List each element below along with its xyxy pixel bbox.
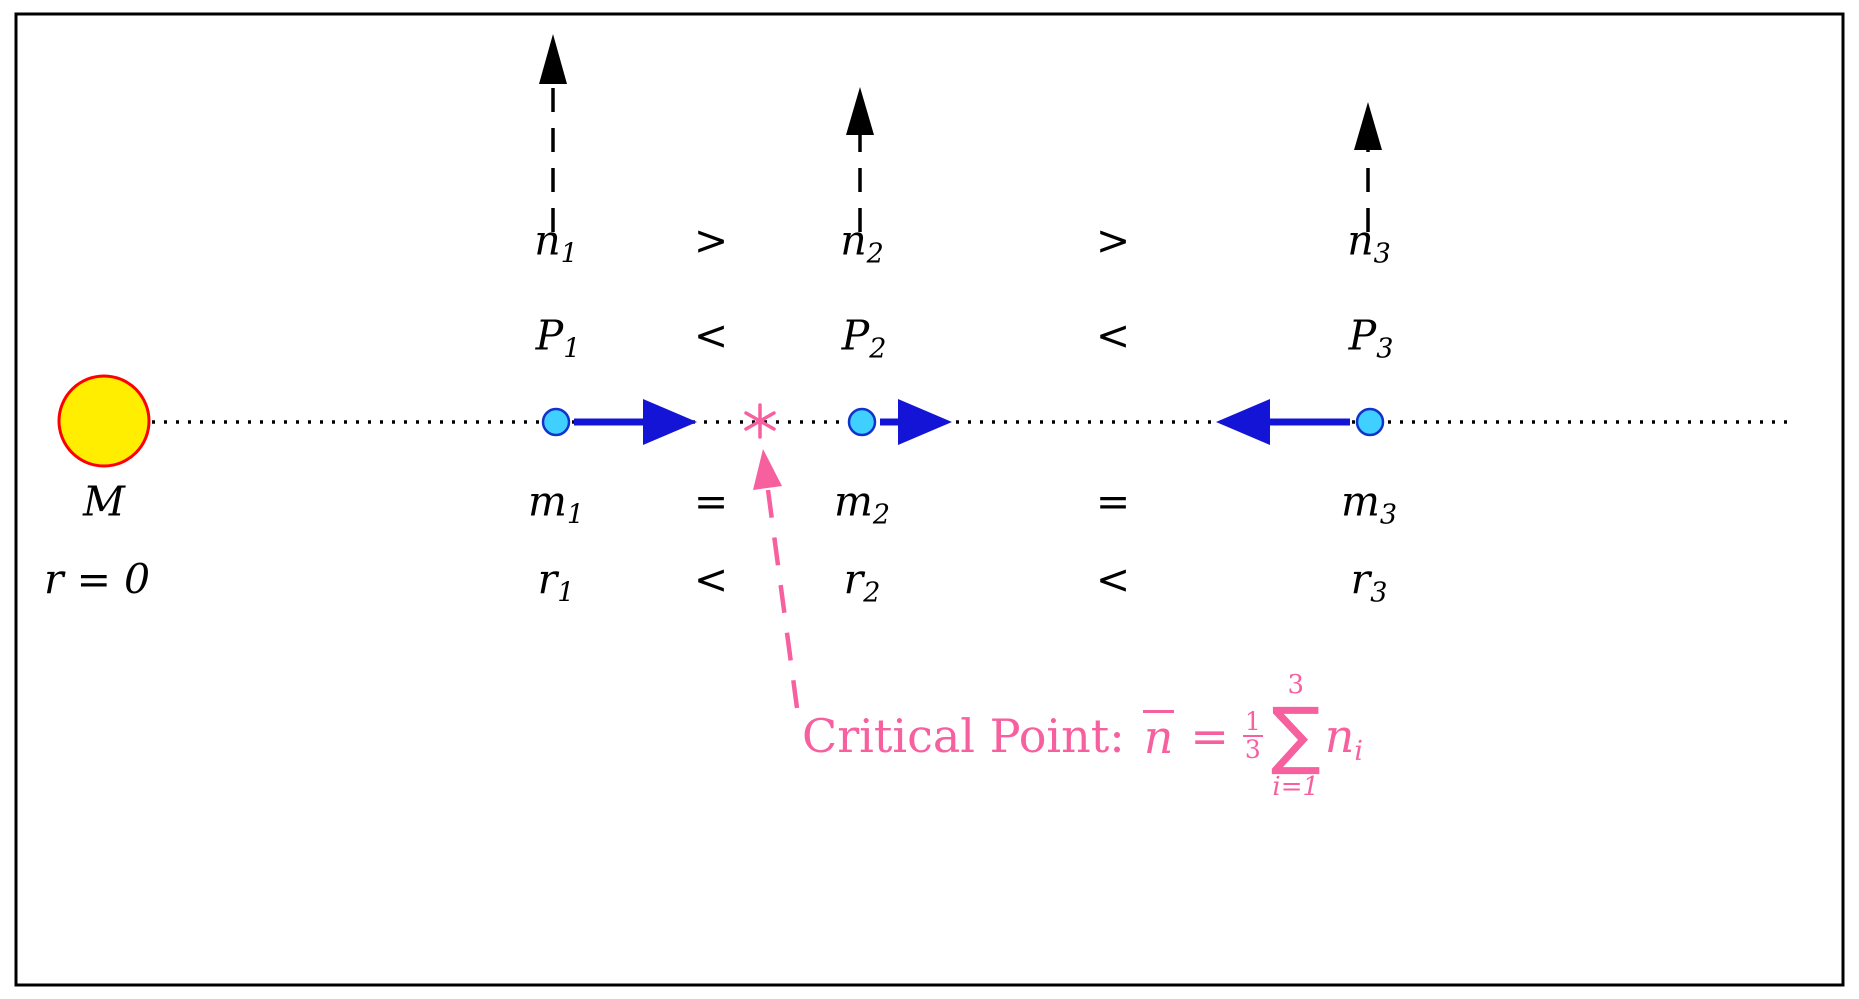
label-m3: m3: [1340, 477, 1398, 531]
sum-upper-limit: 3: [1287, 669, 1305, 700]
label-r1: r1: [537, 555, 575, 609]
comparison-r-12: <: [693, 555, 729, 604]
velocity-arrow-2: [880, 399, 952, 445]
density-arrow-2-head: [846, 87, 874, 135]
comparison-P-23: <: [1095, 311, 1131, 360]
density-arrow-3-head: [1354, 102, 1382, 150]
label-n3: n3: [1347, 216, 1391, 270]
one-third-fraction: 1 3: [1242, 706, 1263, 764]
velocity-arrow-2-head: [898, 399, 952, 445]
label-P1: P1: [535, 311, 581, 365]
label-n2: n2: [840, 216, 884, 270]
density-arrow-1: [539, 34, 567, 232]
comparison-m-12: =: [693, 477, 729, 526]
sigma-glyph: ∑: [1270, 691, 1321, 778]
label-m2: m2: [833, 477, 891, 531]
critical-point-annotation: Critical Point: n = 1 3 3 ∑ i=1 ni: [802, 650, 1363, 822]
density-arrow-1-head: [539, 34, 567, 84]
label-P2: P2: [841, 311, 887, 365]
sum-lower-limit: i=1: [1272, 772, 1320, 803]
critical-point-label: Critical Point:: [802, 709, 1125, 763]
label-P3: P3: [1348, 311, 1394, 365]
central-mass-circle: [57, 374, 151, 468]
label-m1: m1: [527, 477, 585, 531]
comparison-n-23: >: [1095, 216, 1131, 265]
comparison-m-23: =: [1095, 477, 1131, 526]
comparison-P-12: <: [693, 311, 729, 360]
label-r2: r2: [843, 555, 881, 609]
velocity-arrow-1-head: [643, 399, 697, 445]
summation-symbol: 3 ∑ i=1: [1271, 672, 1321, 800]
critical-point-marker: [744, 403, 776, 439]
label-r3: r3: [1350, 555, 1388, 609]
velocity-arrow-1: [574, 399, 697, 445]
summand-term: ni: [1324, 709, 1363, 767]
comparison-n-12: >: [693, 216, 729, 265]
comparison-r-23: <: [1095, 555, 1131, 604]
velocity-arrow-3-head: [1216, 399, 1270, 445]
equals-sign: =: [1190, 709, 1229, 763]
label-n1: n1: [534, 216, 578, 270]
particle-2: [847, 407, 877, 437]
critical-point-arrow-head: [753, 449, 782, 490]
figure-border: [14, 12, 1845, 987]
particle-1: [541, 407, 571, 437]
density-arrow-3: [1354, 102, 1382, 232]
velocity-arrow-3: [1216, 399, 1350, 445]
density-arrow-2: [846, 87, 874, 232]
mass-label: M: [83, 477, 125, 526]
n-bar-symbol: n: [1141, 710, 1177, 760]
radius-origin-label: r = 0: [43, 555, 151, 604]
particle-3: [1355, 407, 1385, 437]
critical-point-arrow: [753, 449, 800, 709]
